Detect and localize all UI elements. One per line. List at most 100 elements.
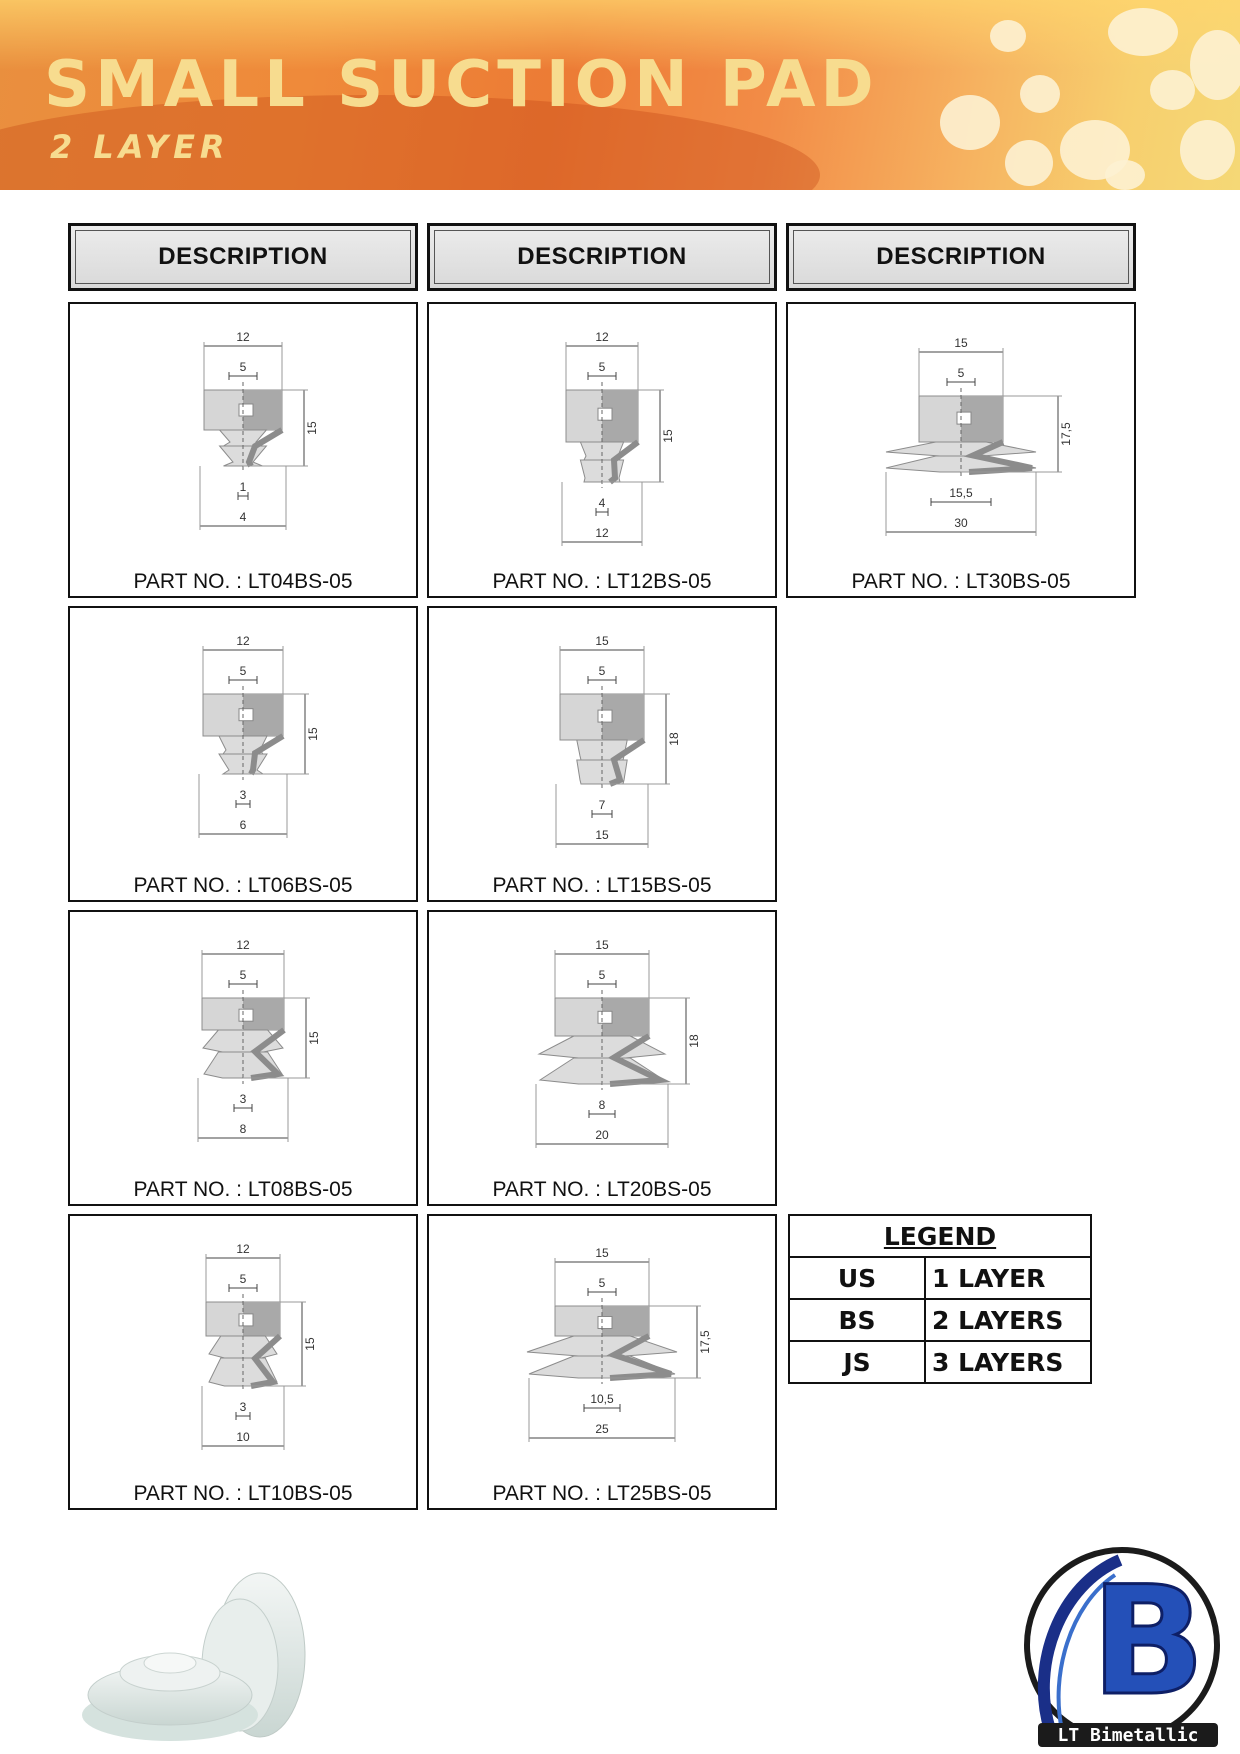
part-card: PART NO. : LT08BS-05 12 5 15 3 8 [68,910,418,1206]
header-inner-border [434,230,770,284]
banner-decor-blob [1190,30,1240,100]
legend-code: BS [790,1300,926,1340]
dimension-outer-diameter: 12 [236,1242,250,1256]
dimension-height: 15 [306,727,320,741]
part-card: PART NO. : LT10BS-05 12 5 15 3 10 [68,1214,418,1510]
suction-pad-drawing-icon: 12 5 15 1 4 [199,330,319,530]
dimension-outer-diameter: 15 [595,938,609,952]
legend-code: JS [790,1342,926,1382]
banner-decor-blob [1005,140,1053,186]
page-title: SMALL SUCTION PAD [44,48,879,122]
dimension-height: 15 [661,429,675,443]
dimension-inner: 5 [599,968,606,982]
banner-decor-blob [1150,70,1195,110]
dimension-outer-diameter: 12 [236,938,250,952]
suction-pad-drawing-icon: 12 5 15 3 6 [198,634,320,838]
part-card: PART NO. : LT25BS-05 15 5 17,5 10,5 25 [427,1214,777,1510]
banner-decor-blob [940,95,1000,150]
part-number: PART NO. : LT06BS-05 [133,874,353,897]
part-card: PART NO. : LT20BS-05 15 5 18 8 20 [427,910,777,1206]
dimension-bottom-inner: 8 [599,1098,606,1112]
header-banner: SMALL SUCTION PAD 2 LAYER [0,0,1240,190]
dimension-height: 17,5 [698,1330,712,1354]
part-number: PART NO. : LT08BS-05 [133,1178,353,1201]
dimension-inner: 5 [240,664,247,678]
part-number: PART NO. : LT15BS-05 [492,874,712,897]
dimension-inner: 5 [599,1276,606,1290]
part-number: PART NO. : LT20BS-05 [492,1178,712,1201]
dimension-outer-diameter: 12 [236,330,250,344]
dimension-height: 17,5 [1059,422,1073,446]
column-header-3: DESCRIPTION [786,223,1136,291]
column-header-label: DESCRIPTION [158,243,328,270]
part-card: PART NO. : LT30BS-05 15 5 17,5 15,5 30 [786,302,1136,598]
suction-pad-drawing-icon: 12 5 15 4 12 [561,330,675,546]
dimension-bottom-inner: 3 [240,1092,247,1106]
banner-decor-blob [1108,8,1178,56]
dimension-outer-diameter: 12 [595,330,609,344]
logo-text: LT Bimetallic [1058,1725,1199,1746]
dimension-bottom-outer: 6 [240,818,247,832]
legend-meaning: 1 LAYER [932,1264,1046,1293]
suction-pad-drawing-icon: 15 5 18 8 20 [535,938,701,1148]
banner-glow [0,0,1240,70]
dimension-bottom-outer: 8 [240,1122,247,1136]
dimension-bottom-outer: 20 [595,1128,609,1142]
part-number: PART NO. : LT10BS-05 [133,1482,353,1505]
legend-row: US 1 LAYER [790,1258,1090,1300]
part-number: PART NO. : LT30BS-05 [851,570,1071,593]
dimension-bottom-outer: 15 [595,828,609,842]
dimension-bottom-inner: 10,5 [590,1392,614,1406]
dimension-inner: 5 [599,360,606,374]
banner-decor-blob [1105,160,1145,190]
column-header-label: DESCRIPTION [876,243,1046,270]
dimension-bottom-outer: 25 [595,1422,609,1436]
dimension-outer-diameter: 12 [236,634,250,648]
dimension-inner: 5 [240,1272,247,1286]
dimension-bottom-outer: 12 [595,526,609,540]
part-number: PART NO. : LT25BS-05 [492,1482,712,1505]
column-header-1: DESCRIPTION [68,223,418,291]
legend-code: US [790,1258,926,1298]
dimension-outer-diameter: 15 [595,634,609,648]
dimension-bottom-inner: 3 [240,1400,247,1414]
dimension-inner: 5 [240,360,247,374]
dimension-bottom-inner: 1 [240,480,247,494]
dimension-height: 15 [303,1337,317,1351]
legend-row: JS 3 LAYERS [790,1342,1090,1382]
header-inner-border [75,230,411,284]
banner-decor-blob [1020,75,1060,113]
dimension-bottom-inner: 15,5 [949,486,973,500]
dimension-bottom-inner: 7 [599,798,606,812]
page-subtitle: 2 LAYER [50,128,230,166]
legend-meaning: 2 LAYERS [932,1306,1064,1335]
suction-pad-drawing-icon: 12 5 15 3 10 [201,1242,317,1450]
suction-pad-photo-icon [80,1545,340,1750]
part-card: PART NO. : LT06BS-05 12 5 15 3 6 [68,606,418,902]
column-header-2: DESCRIPTION [427,223,777,291]
dimension-height: 18 [687,1034,701,1048]
dimension-bottom-inner: 4 [599,496,606,510]
dimension-outer-diameter: 15 [954,336,968,350]
dimension-bottom-outer: 4 [240,510,247,524]
legend-meaning: 3 LAYERS [932,1348,1064,1377]
dimension-inner: 5 [958,366,965,380]
banner-decor-blob [1180,120,1235,180]
suction-pad-drawing-icon: 15 5 17,5 10,5 25 [526,1246,712,1442]
dimension-outer-diameter: 15 [595,1246,609,1260]
banner-decor-blob [990,20,1026,52]
column-header-label: DESCRIPTION [517,243,687,270]
dimension-height: 15 [307,1031,321,1045]
dimension-bottom-outer: 10 [236,1430,250,1444]
dimension-height: 18 [667,732,681,746]
part-number: PART NO. : LT04BS-05 [133,570,353,593]
dimension-height: 15 [305,421,319,435]
dimension-bottom-inner: 3 [240,788,247,802]
legend-row: BS 2 LAYERS [790,1300,1090,1342]
dimension-bottom-outer: 30 [954,516,968,530]
legend-title: LEGEND [790,1216,1090,1258]
dimension-inner: 5 [240,968,247,982]
